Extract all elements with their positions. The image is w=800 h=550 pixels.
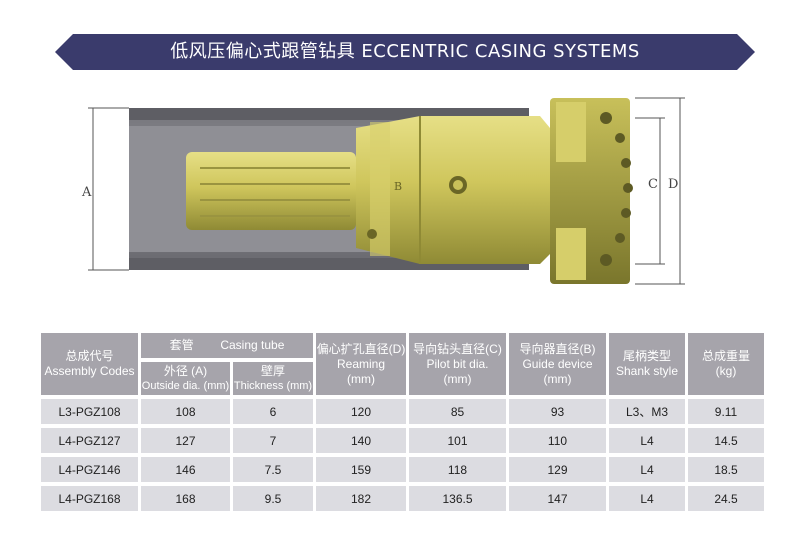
cell-weight: 9.11	[688, 399, 764, 424]
cell-pilot: 118	[409, 457, 506, 482]
cell-reaming: 140	[316, 428, 406, 453]
header-assembly-codes: 总成代号 Assembly Codes	[41, 333, 138, 395]
cell-guide: 110	[509, 428, 606, 453]
dimension-label-d: D	[668, 177, 678, 192]
cell-weight: 24.5	[688, 486, 764, 511]
cell-thickness: 7.5	[233, 457, 313, 482]
header-outside-dia: 外径 (A) Outside dia. (mm)	[141, 362, 230, 395]
cell-guide: 147	[509, 486, 606, 511]
banner-shape	[55, 34, 755, 70]
cell-reaming: 120	[316, 399, 406, 424]
table-row: L4-PGZ168 168 9.5 182 136.5 147 L4 24.5	[41, 486, 764, 511]
spec-table: 总成代号 Assembly Codes 套管 Casing tube 偏心扩孔直…	[38, 329, 767, 515]
cell-shank: L4	[609, 486, 685, 511]
cell-reaming: 182	[316, 486, 406, 511]
header-pilot-bit: 导向钻头直径(C) Pilot bit dia. (mm)	[409, 333, 506, 395]
cell-od: 146	[141, 457, 230, 482]
header-od-en: Outside dia. (mm)	[141, 379, 230, 392]
table-row: L4-PGZ146 146 7.5 159 118 129 L4 18.5	[41, 457, 764, 482]
header-weight-cn: 总成重量	[701, 349, 750, 363]
cell-reaming: 159	[316, 457, 406, 482]
cell-thickness: 6	[233, 399, 313, 424]
header-thickness: 壁厚 Thickness (mm)	[233, 362, 313, 395]
cell-code: L3-PGZ108	[41, 399, 138, 424]
header-guide-unit: (mm)	[543, 371, 572, 386]
header-od-cn: 外径 (A)	[163, 363, 208, 378]
cell-guide: 129	[509, 457, 606, 482]
header-guide-en: Guide device	[522, 356, 593, 371]
cell-pilot: 101	[409, 428, 506, 453]
header-weight: 总成重量 (kg)	[688, 333, 764, 395]
cell-code: L4-PGZ146	[41, 457, 138, 482]
header-guide-device: 导向器直径(B) Guide device (mm)	[509, 333, 606, 395]
header-thick-cn: 壁厚	[260, 363, 285, 378]
header-shank-en: Shank style	[615, 364, 679, 378]
header-casing-tube: 套管 Casing tube	[141, 333, 313, 358]
header-guide-cn: 导向器直径(B)	[519, 341, 596, 356]
cell-code: L4-PGZ127	[41, 428, 138, 453]
casing-system-drawing: A B C D	[81, 97, 685, 285]
header-assembly-en: Assembly Codes	[44, 364, 135, 378]
cell-weight: 18.5	[688, 457, 764, 482]
cell-shank: L4	[609, 457, 685, 482]
header-reaming-unit: (mm)	[347, 371, 375, 386]
dimension-label-b: B	[394, 180, 402, 193]
page-title: 低风压偏心式跟管钻具 ECCENTRIC CASING SYSTEMS	[170, 41, 640, 62]
pilot-bit	[550, 98, 633, 284]
cell-pilot: 136.5	[409, 486, 506, 511]
table-row: L4-PGZ127 127 7 140 101 110 L4 14.5	[41, 428, 764, 453]
header-shank-style: 尾柄类型 Shank style	[609, 333, 685, 395]
header-casing-en: Casing tube	[220, 338, 285, 352]
header-reaming-cn: 偏心扩孔直径(D)	[316, 341, 406, 356]
cell-code: L4-PGZ168	[41, 486, 138, 511]
shank	[186, 152, 356, 230]
header-casing-cn: 套管	[169, 338, 194, 352]
cell-guide: 93	[509, 399, 606, 424]
cell-pilot: 85	[409, 399, 506, 424]
dimension-label-a: A	[81, 185, 92, 200]
title-banner: 低风压偏心式跟管钻具 ECCENTRIC CASING SYSTEMS	[55, 34, 755, 70]
cell-weight: 14.5	[688, 428, 764, 453]
cell-od: 168	[141, 486, 230, 511]
cell-od: 127	[141, 428, 230, 453]
cell-shank: L4	[609, 428, 685, 453]
cell-shank: L3、M3	[609, 399, 685, 424]
table-row: L3-PGZ108 108 6 120 85 93 L3、M3 9.11	[41, 399, 764, 424]
header-weight-en: (kg)	[715, 364, 737, 378]
header-pilot-cn: 导向钻头直径(C)	[413, 341, 502, 356]
header-pilot-en: Pilot bit dia.	[426, 356, 489, 371]
header-assembly-cn: 总成代号	[65, 349, 114, 363]
spec-table-container: 总成代号 Assembly Codes 套管 Casing tube 偏心扩孔直…	[38, 329, 767, 515]
cell-thickness: 7	[233, 428, 313, 453]
header-pilot-unit: (mm)	[443, 371, 472, 386]
header-reaming-en: Reaming	[336, 356, 386, 371]
header-thick-en: Thickness (mm)	[233, 379, 313, 392]
cell-od: 108	[141, 399, 230, 424]
cell-thickness: 9.5	[233, 486, 313, 511]
header-reaming: 偏心扩孔直径(D) Reaming (mm)	[316, 333, 406, 395]
header-shank-cn: 尾柄类型	[622, 349, 671, 363]
dimension-lines	[88, 97, 685, 285]
dimension-label-c: C	[648, 177, 658, 192]
guide-device	[356, 116, 550, 264]
